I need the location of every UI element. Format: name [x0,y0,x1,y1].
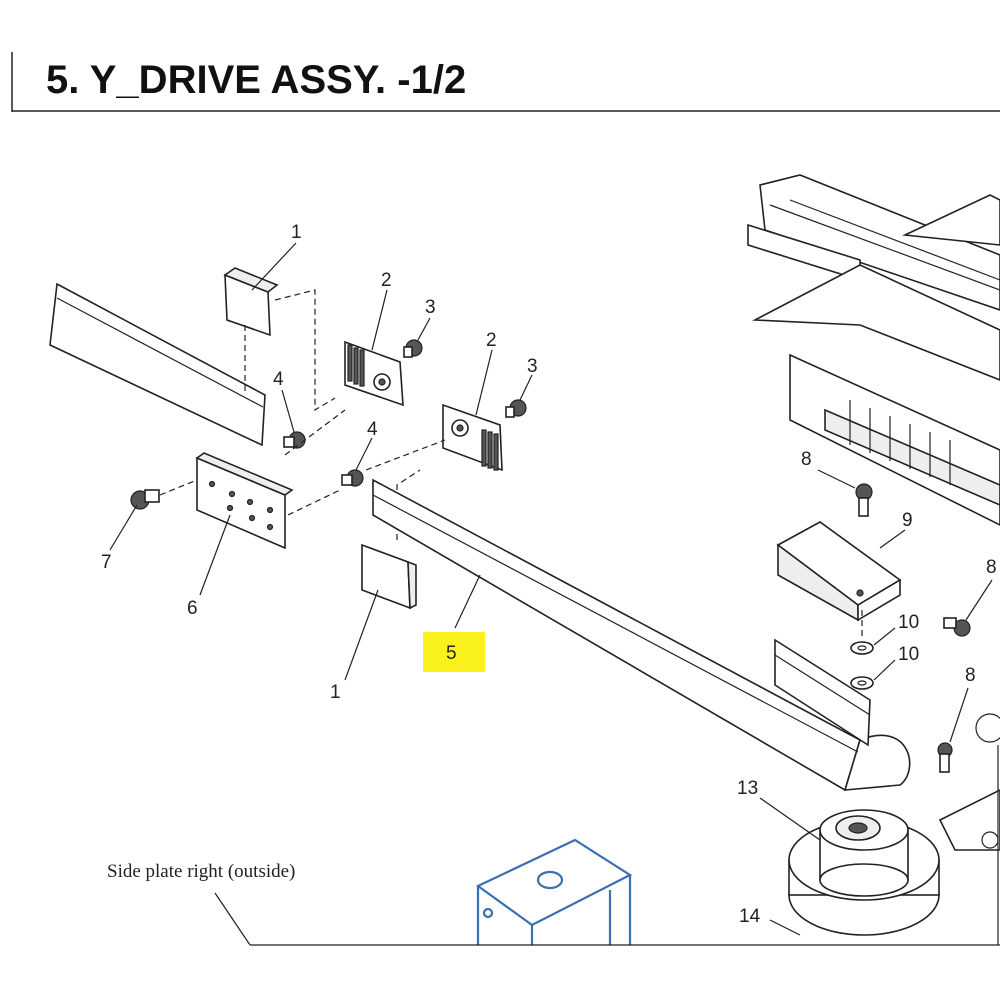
callout-7: 7 [101,552,112,573]
washer-bottom [850,676,874,690]
belt-segment-right [774,638,871,747]
belt-holder-right [442,403,503,472]
page-title: 5. Y_DRIVE ASSY. -1/2 [46,58,466,102]
callout-14: 14 [739,906,761,927]
mounting-plate [195,452,294,550]
belt-bracket [776,521,902,622]
assembly-line-b [284,409,346,456]
leader-lines [109,242,993,946]
callout-4-right: 4 [367,419,378,440]
callout-3-right: 3 [527,356,538,377]
belt-clamp-top [223,267,336,412]
screw-8-right [943,617,971,637]
screw-left [403,339,423,358]
timing-belt [372,478,911,792]
screw-right [505,399,527,418]
print-carriage [747,174,1000,526]
callout-6: 6 [187,598,198,619]
callout-8-right: 8 [986,557,997,578]
assembly-line-e [396,469,421,540]
callout-8-bottom: 8 [965,665,976,686]
screw-7 [130,489,160,510]
callout-1-bottom: 1 [330,682,341,703]
screw-8-bottom [937,742,953,773]
assembly-line-a [159,479,198,496]
washer-top [850,641,874,655]
callout-10-bottom: 10 [898,644,919,665]
callout-8-top: 8 [801,449,812,470]
belt-clamp-bottom [361,543,417,610]
screw-4-right [341,469,364,487]
callout-4-left: 4 [273,369,284,390]
highlight-box [423,632,485,672]
callout-2-left: 2 [381,270,392,291]
belt-segment-left [49,282,266,447]
assembly-line-d [365,439,446,471]
callout-3-left: 3 [425,297,436,318]
callout-2-right: 2 [486,330,497,351]
pulley-assembly [788,809,940,936]
side-plate-label: Side plate right (outside) [107,861,295,882]
screw-4-left [283,431,306,449]
side-bracket-partial [938,713,1000,945]
belt-holder-left [344,340,404,407]
assembly-line-c [287,489,341,516]
callout-5: 5 [446,643,457,664]
callout-9: 9 [902,510,913,531]
side-plate-right [475,838,633,945]
callout-10-top: 10 [898,612,919,633]
callout-1-top: 1 [291,222,302,243]
screw-8-top [855,483,873,517]
callout-13: 13 [737,778,758,799]
